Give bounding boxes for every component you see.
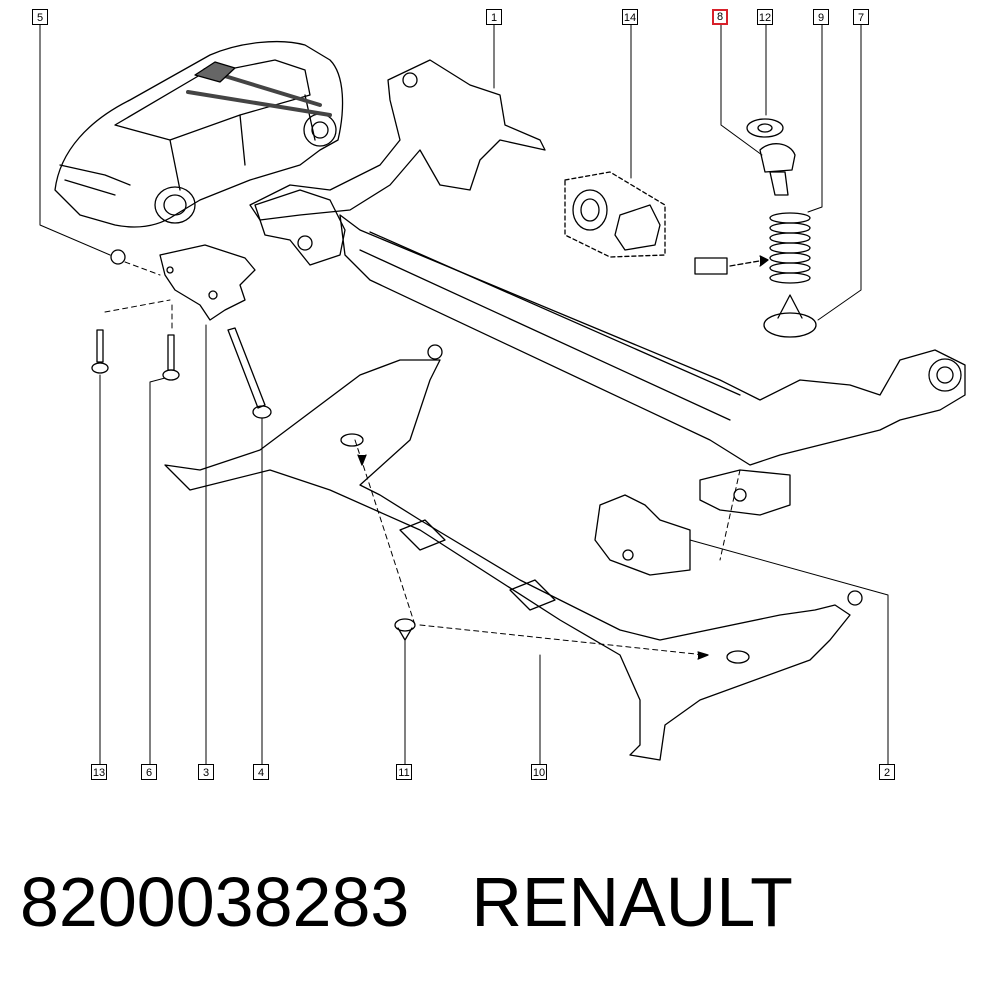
callout-11: 11 (396, 764, 412, 780)
exploded-parts-diagram (39, 24, 966, 765)
callout-7: 7 (853, 9, 869, 25)
plug-part-11 (394, 618, 416, 641)
assembly-lines (104, 261, 741, 656)
nut-part-5 (110, 249, 126, 265)
arrow-head (357, 454, 367, 466)
callout-4: 4 (253, 764, 269, 780)
callout-3: 3 (198, 764, 214, 780)
lower-crossmember (164, 344, 863, 761)
bump-stop-parts (746, 118, 796, 196)
callout-14: 14 (622, 9, 638, 25)
bushing-set (564, 171, 666, 258)
callout-2: 2 (879, 764, 895, 780)
leader-lines (39, 24, 889, 765)
right-mounting-bracket (594, 494, 691, 576)
identification-plate (694, 255, 769, 275)
coil-spring (769, 212, 811, 284)
callout-9: 9 (813, 9, 829, 25)
callout-12: 12 (757, 9, 773, 25)
callout-1: 1 (486, 9, 502, 25)
callout-10: 10 (531, 764, 547, 780)
callout-13: 13 (91, 764, 107, 780)
left-mounting-bracket (159, 244, 256, 321)
bolt-part-6 (162, 334, 180, 381)
caption: 8200038283 RENAULT (20, 862, 980, 942)
callout-8-highlighted: 8 (712, 9, 728, 25)
car-illustration (54, 40, 344, 228)
callout-5: 5 (32, 9, 48, 25)
brand-name: RENAULT (471, 863, 793, 941)
callout-6: 6 (141, 764, 157, 780)
rear-axle-beam (249, 59, 966, 516)
spring-seat (763, 294, 817, 338)
bolt-part-13 (91, 329, 109, 374)
arrow-head (697, 651, 709, 660)
long-bolt-part-4 (227, 327, 272, 419)
part-number: 8200038283 (20, 863, 410, 941)
